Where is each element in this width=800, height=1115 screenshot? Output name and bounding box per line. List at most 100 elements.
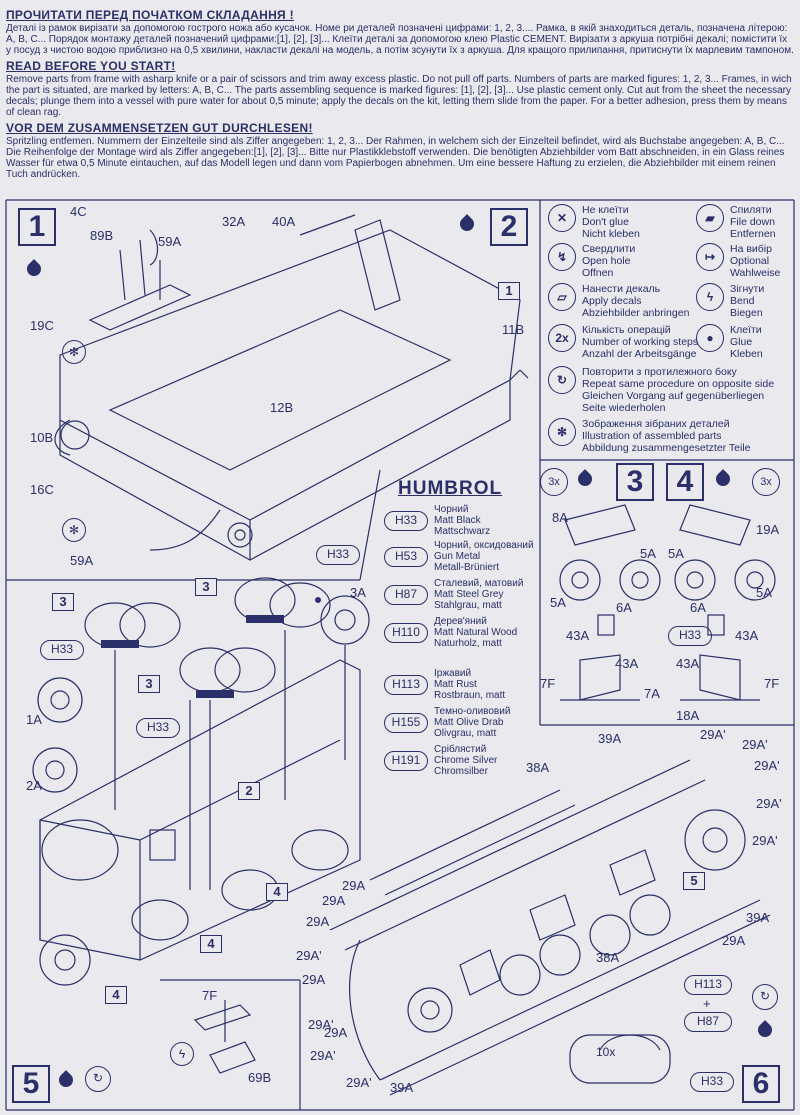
part-label: 10B xyxy=(30,430,54,445)
bend-icon: ϟ xyxy=(170,1042,194,1066)
paint-callout: H113 xyxy=(684,975,732,995)
part-label: 29A xyxy=(322,893,346,908)
paint-callout: H33 xyxy=(40,640,84,660)
instructions-block: ПРОЧИТАТИ ПЕРЕД ПОЧАТКОМ СКЛАДАННЯ ! Дет… xyxy=(6,8,794,183)
part-label: 7A xyxy=(644,686,660,701)
humbrol-title: HUMBROL xyxy=(398,478,503,499)
part-label: 29A' xyxy=(742,737,768,752)
part-label: 16C xyxy=(30,482,54,497)
file-icon: ▰ xyxy=(696,204,724,232)
drill-icon: ↯ xyxy=(548,243,576,271)
part-label: 2A xyxy=(26,778,42,793)
part-label: 1A xyxy=(26,712,42,727)
part-label: 39A xyxy=(598,731,622,746)
sub-assembly-badge: 4 xyxy=(200,935,222,953)
part-label: 29A' xyxy=(754,758,780,773)
part-label: 19A xyxy=(756,522,780,537)
part-label: 43A xyxy=(615,656,639,671)
part-label: 5A xyxy=(550,595,566,610)
part-label: 43A xyxy=(735,628,759,643)
paint-callout: H33 xyxy=(690,1072,734,1092)
paint-callout: H33 xyxy=(136,718,180,738)
sub-assembly-badge: 5 xyxy=(683,872,705,890)
repeat-count-label: 10x xyxy=(596,1045,616,1059)
decal-icon: ▱ xyxy=(548,283,576,311)
part-label: 11B xyxy=(502,322,525,337)
part-label: 7F xyxy=(540,676,556,691)
part-label: 8A xyxy=(552,510,568,525)
part-label: 7F xyxy=(202,988,218,1003)
paint-callout: H87 xyxy=(684,1012,732,1032)
part-label: 12B xyxy=(270,400,294,415)
part-label: 29A' xyxy=(346,1075,372,1090)
part-label: 59A xyxy=(70,553,94,568)
sub-assembly-badge: 2 xyxy=(238,782,260,800)
part-label: 4C xyxy=(70,204,87,219)
de-heading: VOR DEM ZUSAMMENSETZEN GUT DURCHLESEN! xyxy=(6,121,313,135)
step-2-badge: 2 xyxy=(490,208,528,246)
part-label: 5A xyxy=(668,546,684,561)
glue-icon: ● xyxy=(696,324,724,352)
sub-assembly-badge: 4 xyxy=(266,883,288,901)
sub-assembly-badge: 3 xyxy=(138,675,160,693)
no-glue-icon: ✕ xyxy=(548,204,576,232)
part-label: 39A xyxy=(746,910,770,925)
sub-assembly-badge: 4 xyxy=(105,986,127,1004)
sub-assembly-badge: 1 xyxy=(498,282,520,300)
step-1-badge: 1 xyxy=(18,208,56,246)
part-label: 59A xyxy=(158,234,182,249)
part-label: 29A' xyxy=(310,1048,336,1063)
part-label: 43A xyxy=(566,628,590,643)
plus-sign: + xyxy=(703,996,711,1011)
part-label: 29A' xyxy=(296,948,322,963)
part-label: 29A xyxy=(342,878,366,893)
part-label: 40A xyxy=(272,214,296,229)
assembled-parts-icon: ✻ xyxy=(62,340,86,364)
part-label: 39A xyxy=(390,1080,414,1095)
part-label: 29A xyxy=(306,914,330,929)
part-label: 29A' xyxy=(756,796,782,811)
en-text: Remove parts from frame with asharp knif… xyxy=(6,74,792,118)
part-label: 29A' xyxy=(308,1017,334,1032)
repeat-count-icon: 3x xyxy=(540,468,568,496)
part-label: 29A xyxy=(302,972,326,987)
repeat-other-side-icon: ↻ xyxy=(85,1066,111,1092)
part-label: 29A xyxy=(324,1025,348,1040)
part-label: 5A xyxy=(640,546,656,561)
sub-assembly-badge: 3 xyxy=(195,578,217,596)
part-label: 38A xyxy=(596,950,620,965)
part-label: 19C xyxy=(30,318,54,333)
repeat-count-icon: 3x xyxy=(752,468,780,496)
part-label: 29A' xyxy=(700,727,726,742)
paint-callout: H33 xyxy=(316,545,360,565)
part-label: 89B xyxy=(90,228,114,243)
assembled-parts-icon: ✻ xyxy=(548,418,576,446)
step-5-badge: 5 xyxy=(12,1065,50,1103)
assembled-parts-icon: ✻ xyxy=(62,518,86,542)
optional-icon: ↦ xyxy=(696,243,724,271)
ua-text: Деталі із рамок вирізати за допомогою го… xyxy=(6,23,794,56)
part-label: 6A xyxy=(690,600,706,615)
step-3-badge: 3 xyxy=(616,463,654,501)
repeat-other-side-icon: ↻ xyxy=(548,366,576,394)
part-label: 18A xyxy=(676,708,700,723)
part-label: 38A xyxy=(526,760,550,775)
en-heading: READ BEFORE YOU START! xyxy=(6,59,176,73)
part-label: 7F xyxy=(764,676,780,691)
part-label: 32A xyxy=(222,214,246,229)
